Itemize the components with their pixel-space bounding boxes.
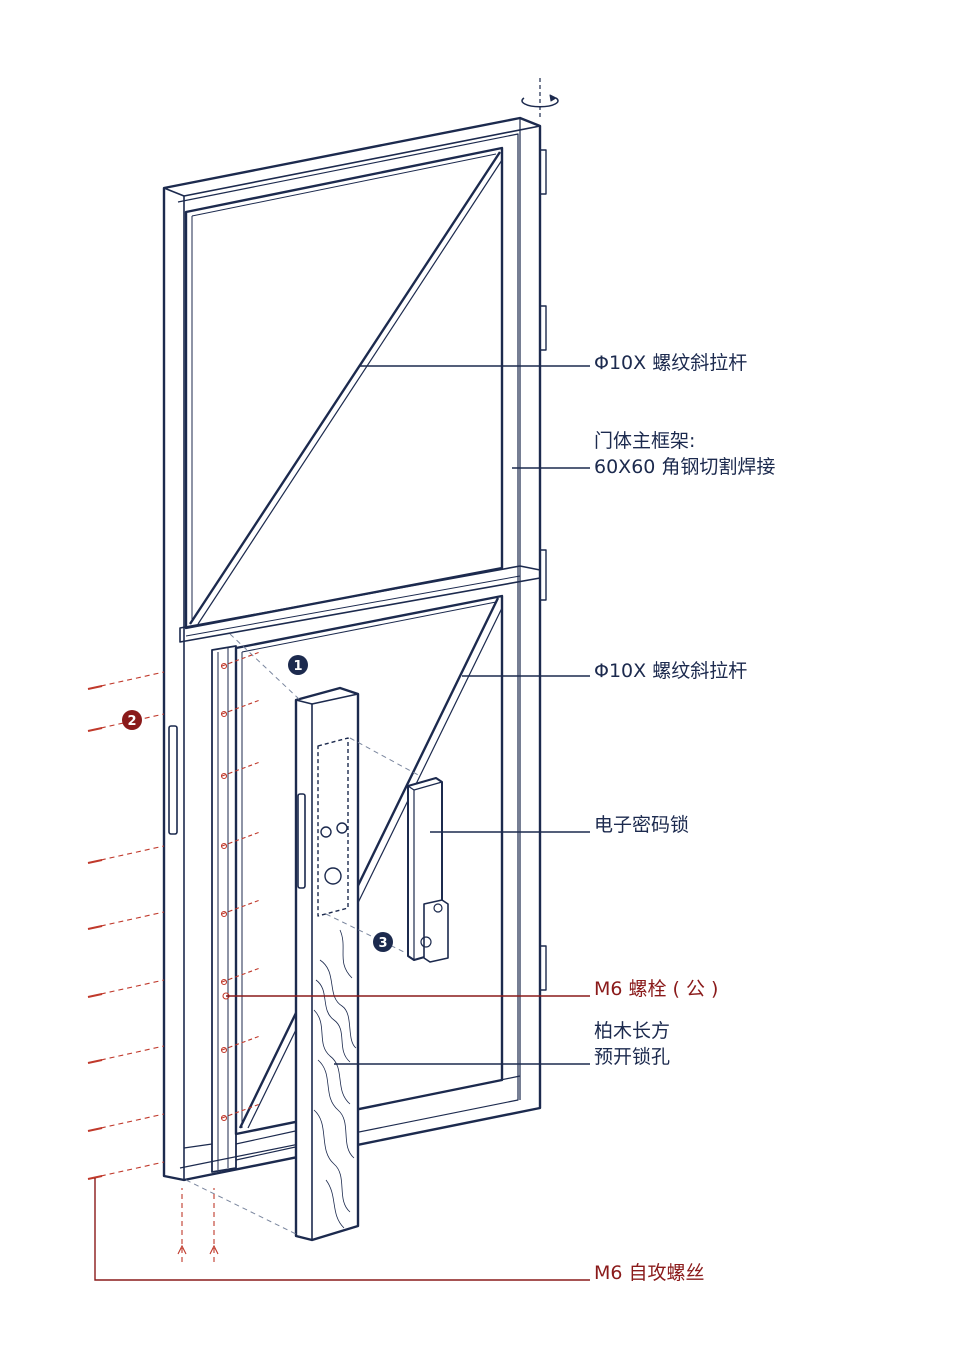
middle-rail xyxy=(179,565,541,643)
step-marker-2: 2 xyxy=(122,710,142,730)
screw-head-front-2 xyxy=(220,772,228,780)
screw-left-4 xyxy=(87,993,103,998)
label-m6-self-tapping-screw: M6 自攻螺丝 xyxy=(594,1262,705,1284)
diagonal-rod-bottom xyxy=(238,597,503,1129)
screw-left-3 xyxy=(87,925,103,930)
latch-stile xyxy=(183,645,301,1173)
screw-path-left-3 xyxy=(91,911,165,929)
screw-path-left-0 xyxy=(91,671,165,689)
main-frame xyxy=(162,116,547,1182)
screw-left-7 xyxy=(87,1175,103,1180)
label-main-frame-line1: 门体主框架: xyxy=(594,430,696,452)
screw-path-left-7 xyxy=(91,1161,165,1179)
screw-head-front-1 xyxy=(220,710,228,718)
screw-head-front-5 xyxy=(220,978,228,986)
step-marker-1: 1 xyxy=(288,655,308,675)
diagonal-rod-top xyxy=(188,151,503,625)
screw-head-front-3 xyxy=(220,842,228,850)
label-smart-lock: 电子密码锁 xyxy=(594,814,690,836)
label-m6-bolt: M6 螺栓 ( 公 ) xyxy=(594,978,719,1000)
electronic-lock xyxy=(407,777,449,963)
screw-path-left-5 xyxy=(91,1045,165,1063)
screw-tip-bottom-0 xyxy=(177,1244,187,1255)
screw-head-front-6 xyxy=(220,1046,228,1054)
screw-head-front-0 xyxy=(220,662,228,670)
step-marker-3: 3 xyxy=(373,932,393,952)
rotation-arrow-icon xyxy=(521,78,559,118)
screw-head-front-7 xyxy=(220,1114,228,1122)
label-cypress-line2: 预开锁孔 xyxy=(594,1046,671,1068)
upper-panel xyxy=(184,146,504,630)
latch-slot xyxy=(168,725,178,835)
label-main-frame-line2: 60X60 角钢切割焊接 xyxy=(594,456,776,478)
screw-left-1 xyxy=(87,727,103,732)
svg-text:3: 3 xyxy=(378,936,387,951)
leader-lines xyxy=(334,365,590,1065)
screws-group xyxy=(87,651,261,1262)
label-diagonal-rod-bottom: Φ10X 螺纹斜拉杆 xyxy=(594,660,748,682)
screw-path-left-6 xyxy=(91,1113,165,1131)
label-cypress-line1: 柏木长方 xyxy=(594,1020,671,1042)
screw-tip-bottom-1 xyxy=(209,1244,219,1255)
screw-left-0 xyxy=(87,685,103,690)
cypress-wood-block xyxy=(294,686,360,1242)
screw-left-2 xyxy=(87,859,103,864)
screw-path-left-2 xyxy=(91,845,165,863)
screw-left-6 xyxy=(87,1127,103,1132)
red-leader-lines xyxy=(94,995,590,1281)
screw-path-left-4 xyxy=(91,979,165,997)
label-diagonal-rod-top: Φ10X 螺纹斜拉杆 xyxy=(594,352,748,374)
svg-text:2: 2 xyxy=(127,714,136,729)
screw-left-5 xyxy=(87,1059,103,1064)
svg-text:1: 1 xyxy=(293,659,302,674)
screw-head-front-4 xyxy=(220,910,228,918)
